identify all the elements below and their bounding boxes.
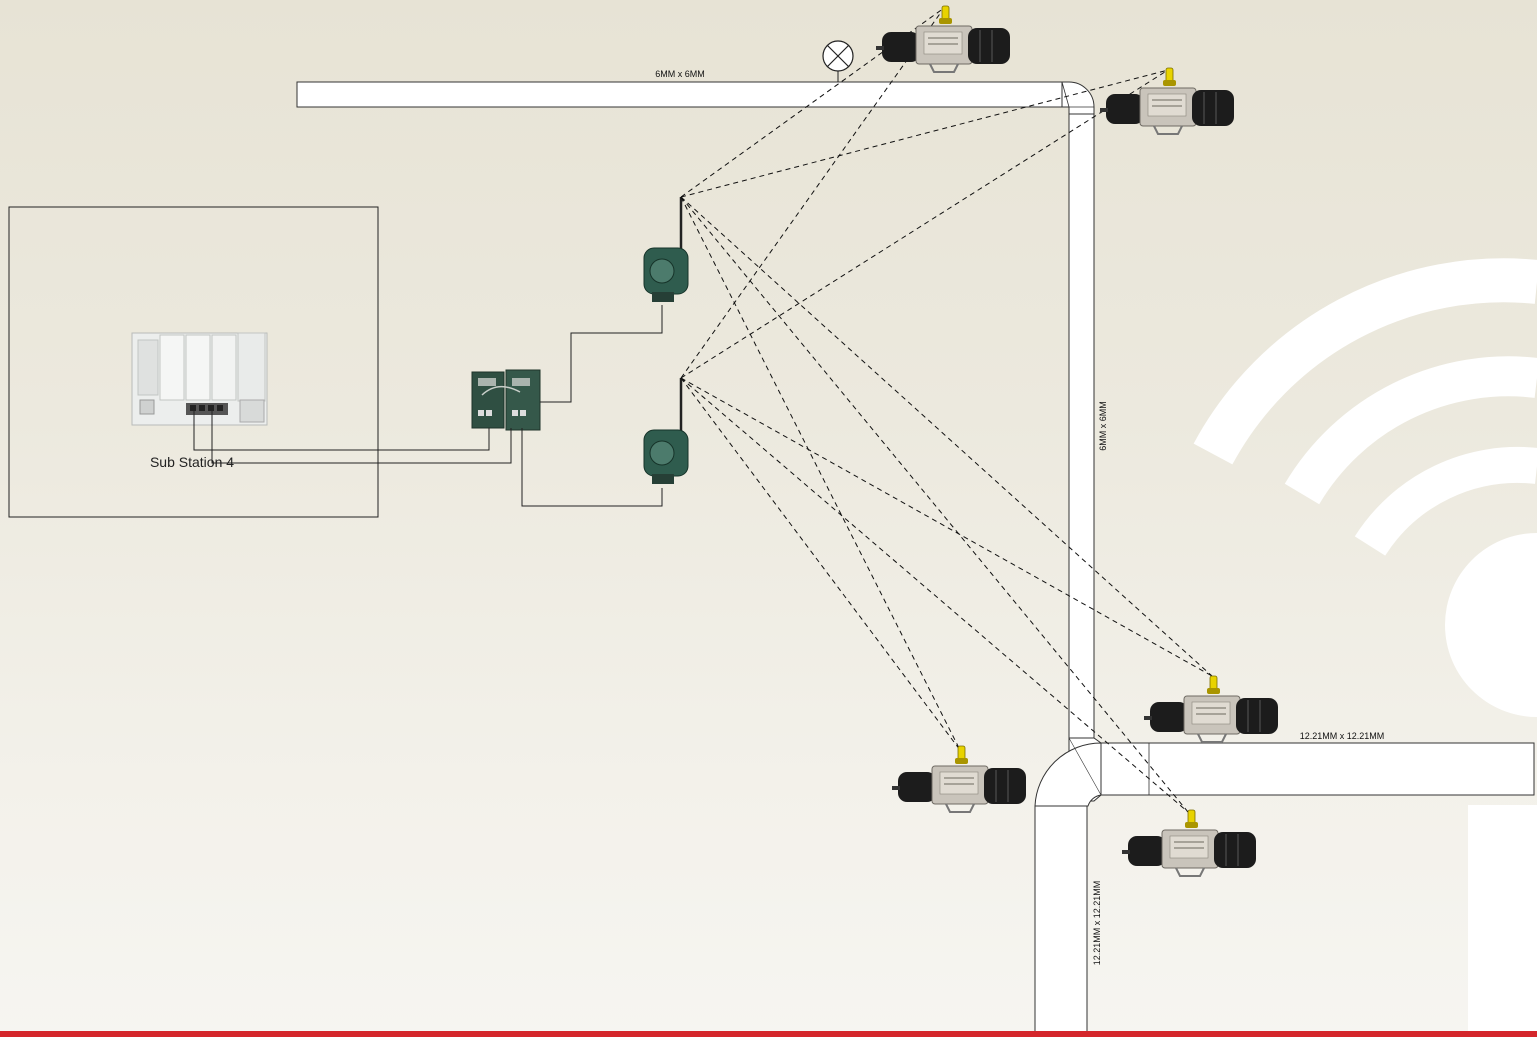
wireless-gateway-icon [643, 378, 689, 484]
substation-box [8, 206, 379, 518]
wireless-actuator-icon [891, 745, 1027, 813]
duct-bottom-vertical [1034, 805, 1088, 1035]
wireless-actuator-icon [1099, 67, 1235, 135]
duct-right-vertical [1068, 113, 1095, 739]
duct-right-label: 6MM x 6MM [1098, 401, 1108, 451]
substation-label: Sub Station 4 [150, 454, 234, 470]
duct-network [296, 81, 1535, 1035]
wireless-links [680, 7, 1213, 813]
network-switch-icon [471, 369, 541, 431]
wifi-logo-icon [1193, 258, 1537, 1035]
indicator-lamp-icon [822, 40, 854, 82]
wired-links [193, 305, 663, 507]
wireless-actuator-icon [1121, 809, 1257, 877]
wireless-actuator-icon [1143, 675, 1279, 743]
wireless-actuator-icon [875, 5, 1011, 73]
wireless-gateway-icon [643, 197, 689, 302]
duct-bottom-horizontal [1100, 742, 1535, 796]
duct-top-horizontal [296, 81, 1063, 108]
plc-controller-icon [131, 332, 268, 426]
duct-top-label: 6MM x 6MM [655, 69, 705, 79]
duct-bottom-horizontal-label: 12.21MM x 12.21MM [1300, 731, 1385, 741]
duct-elbow-bottom [1034, 742, 1102, 807]
footer-accent-bar [0, 1031, 1537, 1037]
duct-bottom-vertical-label: 12.21MM x 12.21MM [1092, 881, 1102, 966]
